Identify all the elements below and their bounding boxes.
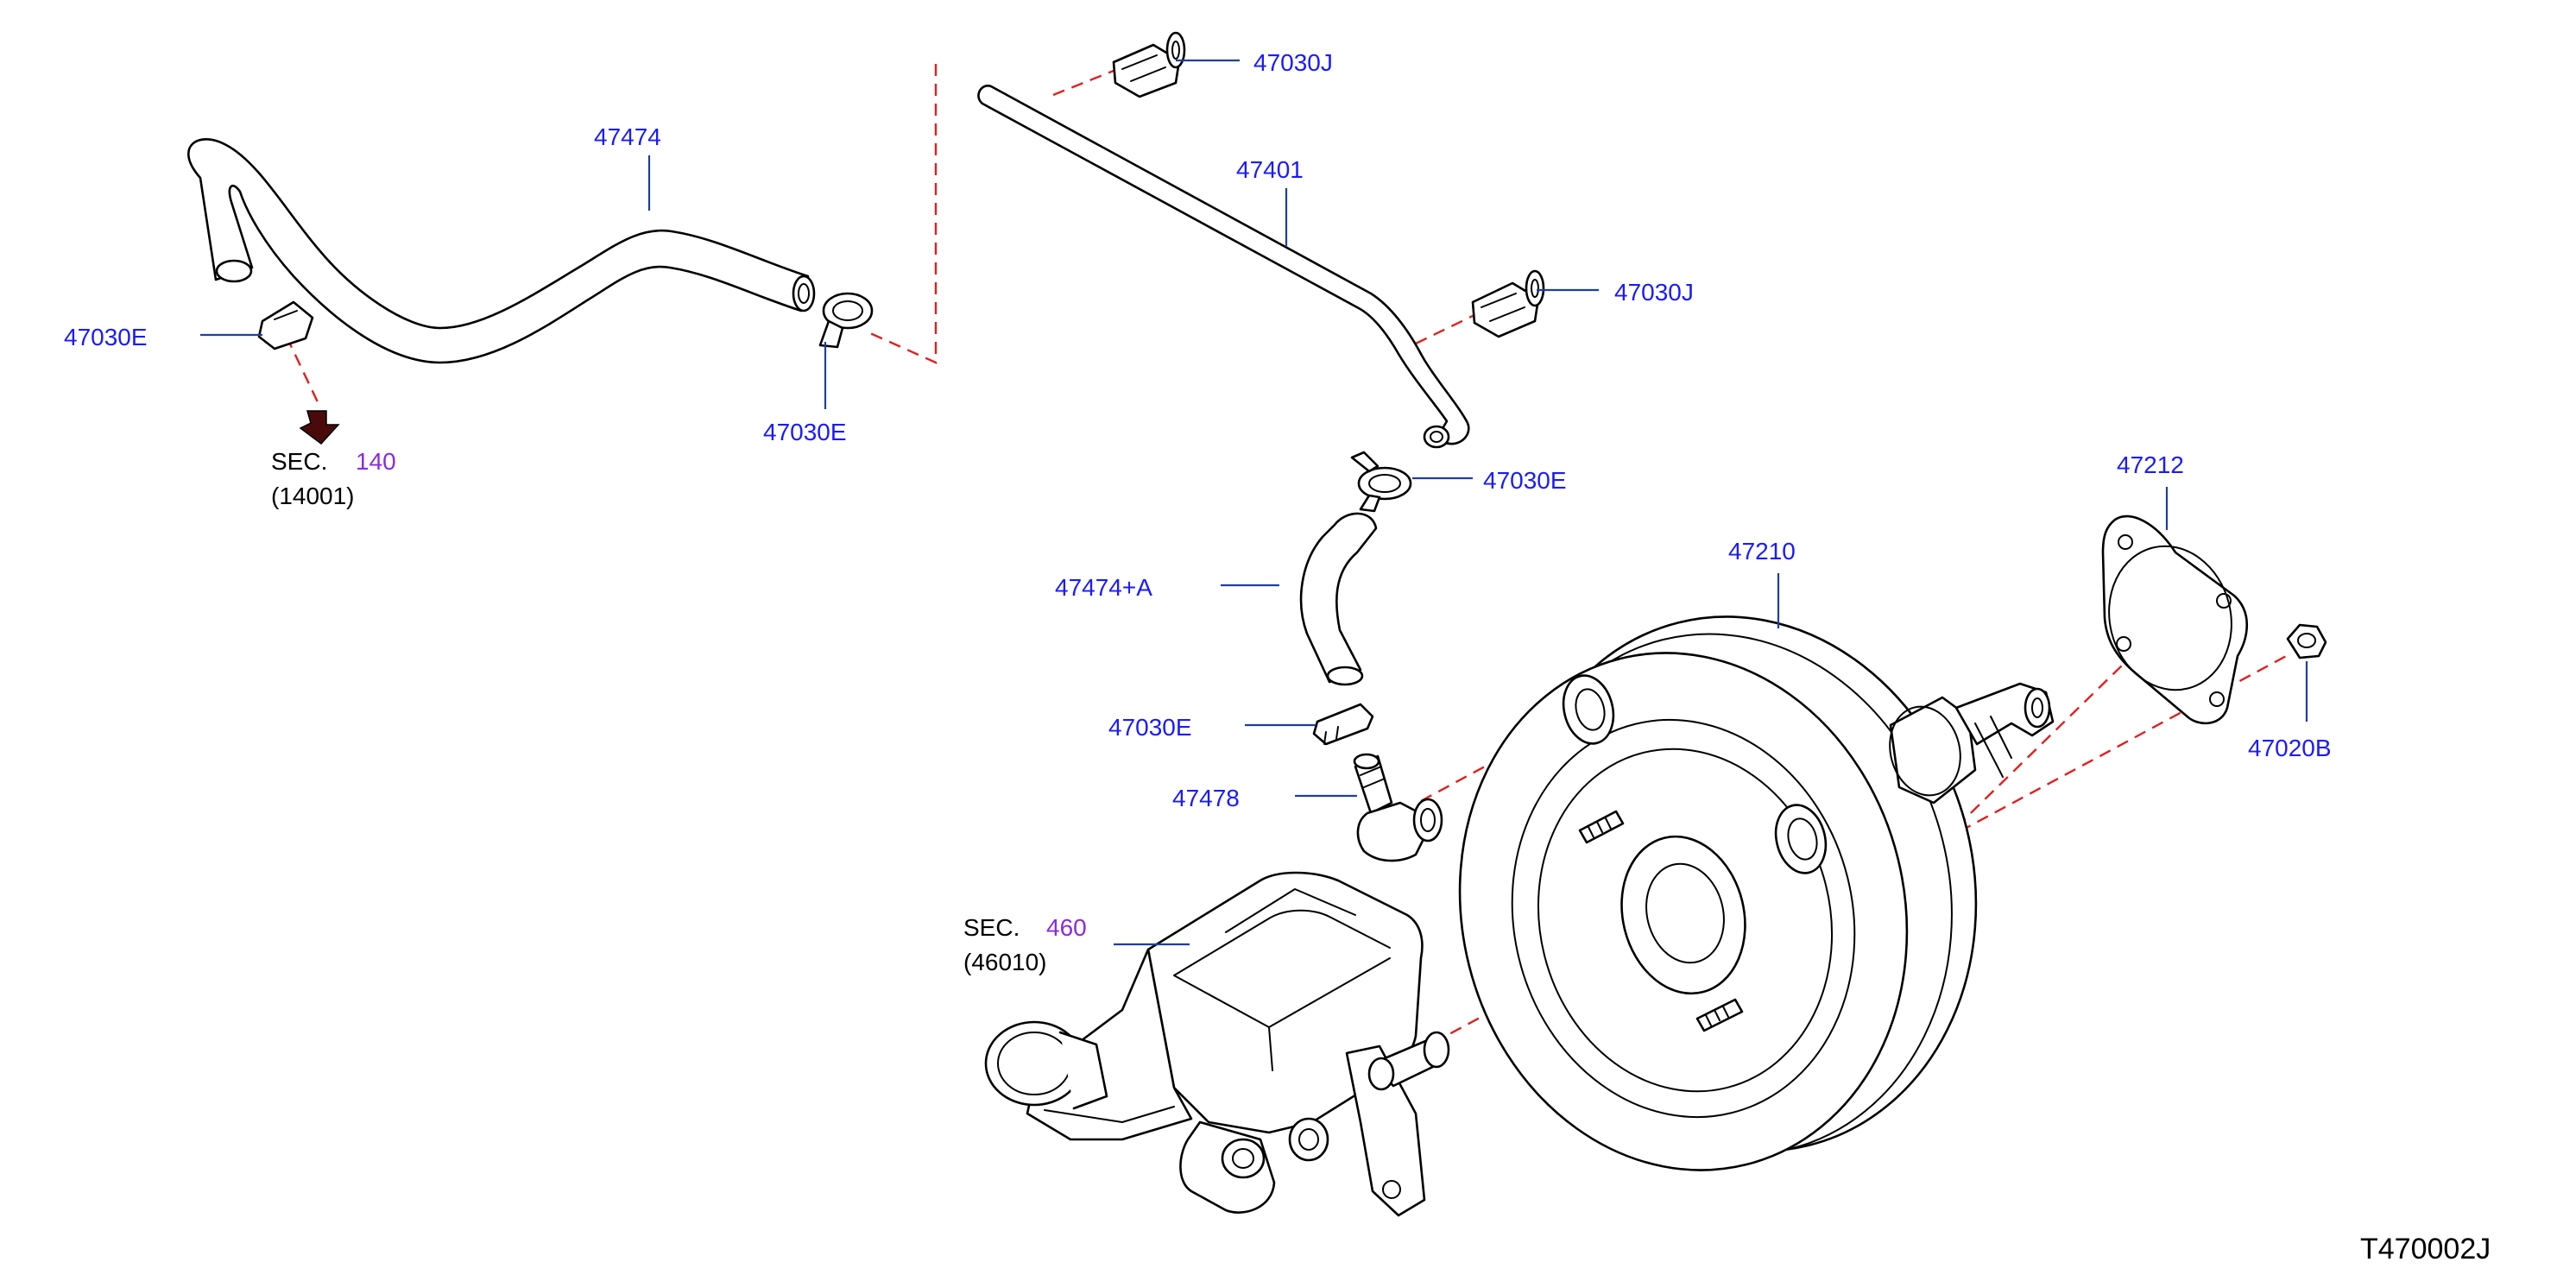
sec460-number: 460	[1046, 914, 1087, 941]
sec460-prefix: SEC.	[963, 914, 1020, 941]
diagram-code: T470002J	[2360, 1233, 2491, 1265]
label-47474: 47474	[594, 123, 661, 150]
master-cylinder-sec460	[984, 871, 1450, 1217]
label-47030e-hose: 47030E	[763, 419, 847, 445]
hose-47474	[187, 138, 816, 364]
label-47212: 47212	[2117, 451, 2184, 478]
label-47474a: 47474+A	[1055, 574, 1152, 601]
part-labels: 47474 47030E 47030E 47030J 47401 47030J …	[64, 49, 2332, 811]
gasket-47212	[2101, 514, 2249, 725]
label-47020b: 47020B	[2248, 735, 2332, 761]
section-references: SEC. 140 (14001) SEC. 460 (46010)	[271, 448, 1087, 975]
label-47030j-right: 47030J	[1614, 279, 1694, 306]
label-47030e-mid: 47030E	[1483, 467, 1567, 494]
leader-lines	[200, 59, 2308, 946]
brake-booster-47210	[1458, 615, 2055, 1171]
sec460-ref: (46010)	[963, 949, 1047, 975]
clip-47030e-small	[1312, 703, 1374, 746]
tube-47401	[977, 85, 1470, 449]
label-47478: 47478	[1172, 785, 1240, 811]
label-47030j-top: 47030J	[1253, 49, 1333, 76]
clamp-47030e-mid	[1350, 451, 1412, 513]
check-valve-47478	[1353, 753, 1443, 862]
clip-47030j-right	[1471, 269, 1545, 338]
hose-47474a	[1299, 512, 1378, 686]
label-47401: 47401	[1236, 156, 1304, 183]
sec140-prefix: SEC.	[271, 448, 327, 475]
nut-47020b	[2286, 623, 2327, 659]
clamp-47030e-left	[257, 300, 314, 350]
sec140-ref: (14001)	[271, 483, 355, 509]
section-140-arrow-icon	[299, 410, 340, 445]
label-47030e-left: 47030E	[64, 324, 148, 350]
clamp-47030e-hose-end	[818, 292, 874, 349]
label-47210: 47210	[1728, 538, 1796, 565]
label-47030e-clip: 47030E	[1108, 714, 1192, 741]
sec140-number: 140	[356, 448, 396, 475]
clip-47030j-top	[1112, 31, 1186, 98]
